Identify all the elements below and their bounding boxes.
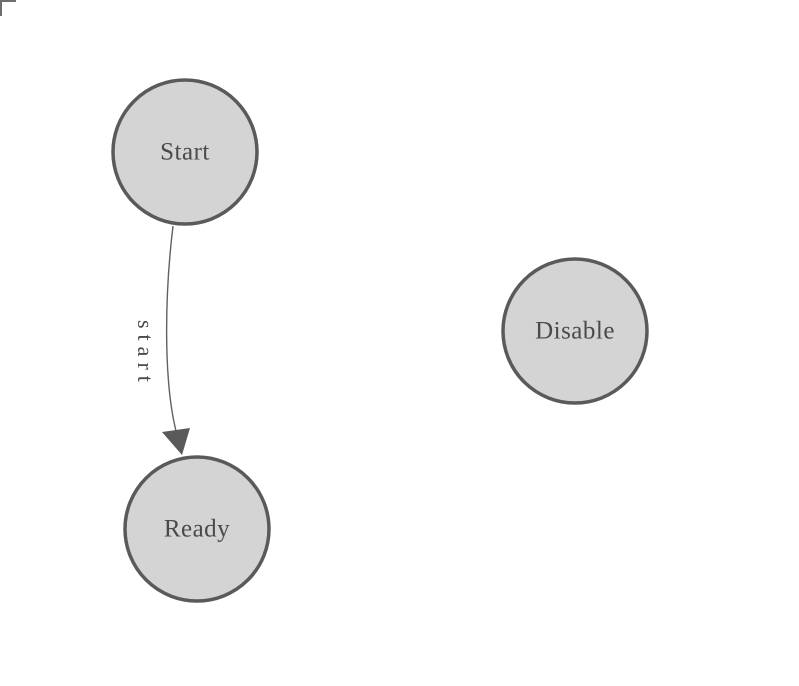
state-circle-start[interactable] xyxy=(111,78,259,226)
transition-edge-path[interactable] xyxy=(165,225,177,432)
state-circle-ready[interactable] xyxy=(123,455,271,603)
state-label-ready: Ready xyxy=(164,516,230,543)
transition-start-to-ready[interactable]: start xyxy=(133,225,190,455)
state-node-disable[interactable]: Disable xyxy=(501,257,649,405)
state-circle-disable[interactable] xyxy=(501,257,649,405)
state-label-start: Start xyxy=(160,139,210,166)
origin-corner-marker xyxy=(0,0,16,16)
transition-label[interactable]: start xyxy=(133,320,158,388)
state-node-start[interactable]: Start xyxy=(111,78,259,226)
state-label-disable: Disable xyxy=(535,318,615,345)
edge-arrowhead-icon xyxy=(162,428,190,455)
state-node-ready[interactable]: Ready xyxy=(123,455,271,603)
